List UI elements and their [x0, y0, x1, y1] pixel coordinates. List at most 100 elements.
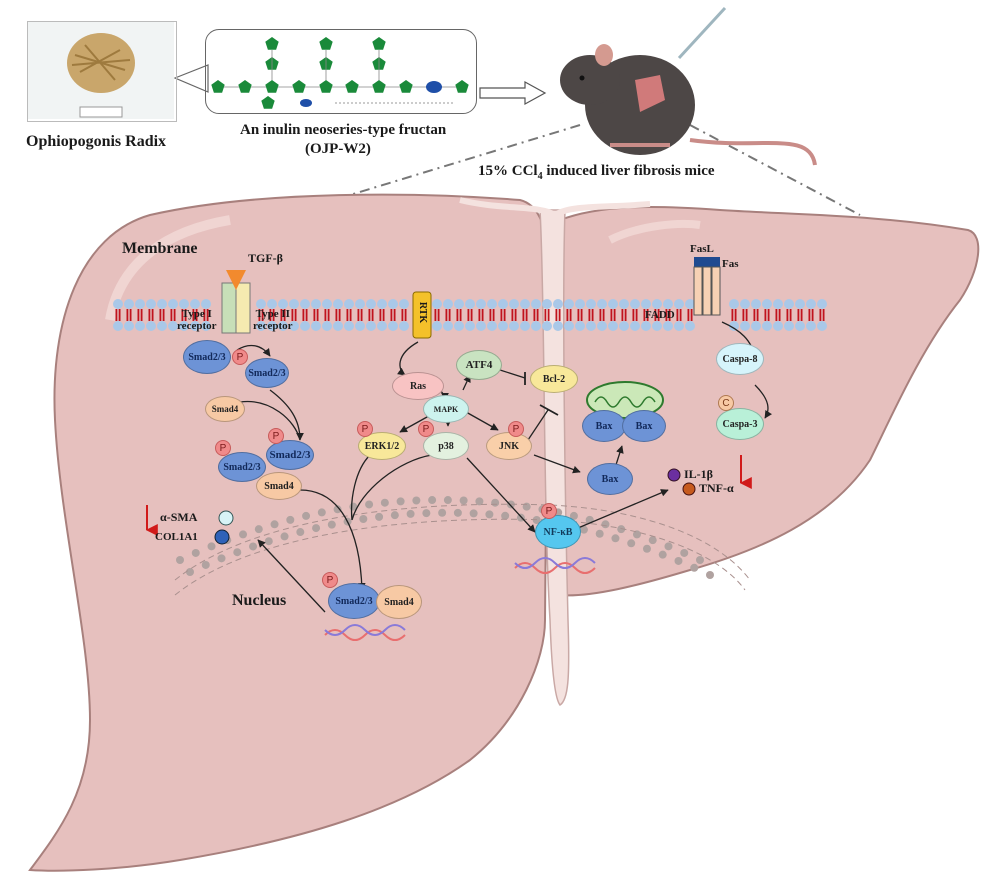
lipid-head [146, 299, 156, 309]
envelope-dot [380, 498, 389, 507]
envelope-dot [296, 528, 305, 537]
lipid-head [168, 321, 178, 331]
lipid-tail [151, 309, 154, 321]
lipid-head [300, 321, 310, 331]
lipid-tail [459, 309, 462, 321]
lipid-tail [313, 309, 316, 321]
lipid-tail [379, 309, 382, 321]
lipid-tail [346, 309, 349, 321]
smad23-node: Smad2/3 [218, 452, 266, 482]
lipid-head [311, 299, 321, 309]
lipid-tail [676, 309, 679, 321]
lipid-tail [547, 309, 550, 321]
lipid-tail [437, 309, 440, 321]
bax-node: Bax [587, 463, 633, 495]
envelope-dot [595, 529, 604, 538]
lipid-head [146, 321, 156, 331]
p38-node: p38 [423, 432, 469, 460]
lipid-head [729, 299, 739, 309]
lipid-head [619, 321, 629, 331]
envelope-dot [611, 534, 620, 543]
lipid-tail [764, 309, 767, 321]
lipid-head [388, 321, 398, 331]
lipid-tail [569, 309, 572, 321]
envelope-dot [706, 571, 714, 579]
liver-left-lobe [28, 193, 550, 872]
lipid-tail [492, 309, 495, 321]
dna-helix-left [324, 624, 406, 641]
envelope-dot [422, 509, 431, 518]
envelope-dot [207, 542, 216, 551]
lipid-tail [357, 309, 360, 321]
fruf-pentagon [261, 96, 275, 109]
lipid-tail [819, 309, 822, 321]
fruf-pentagon [211, 80, 225, 93]
envelope-dot [412, 496, 421, 505]
lipid-tail [206, 309, 209, 321]
jnk-node: JNK [486, 432, 532, 460]
lipid-tail [184, 309, 187, 321]
envelope-dot [191, 548, 200, 557]
lipid-tail [503, 309, 506, 321]
envelope-dot [475, 497, 484, 506]
phospho-badge: P [541, 503, 557, 519]
lipid-tail [599, 309, 602, 321]
lipid-tail [126, 309, 129, 321]
lipid-tail [613, 309, 616, 321]
dna-helix-right [514, 557, 596, 574]
lipid-tail [555, 309, 558, 321]
envelope-dot [286, 515, 295, 524]
lipid-head [179, 321, 189, 331]
mice-label: 15% CCl4 induced liver fibrosis mice [478, 163, 715, 182]
lipid-head [652, 299, 662, 309]
lipid-head [432, 299, 442, 309]
lipid-tail [140, 309, 143, 321]
envelope-dot [648, 536, 657, 545]
lipid-tail [467, 309, 470, 321]
lipid-head [333, 321, 343, 331]
lipid-tail [316, 309, 319, 321]
lipid-tail [173, 309, 176, 321]
lipid-tail [192, 309, 195, 321]
lipid-head [641, 321, 651, 331]
il1b-label: IL-1β [684, 467, 713, 481]
smad23-node: Smad2/3 [183, 340, 231, 374]
envelope-dot [239, 530, 248, 539]
nucleus-label: Nucleus [232, 592, 287, 609]
structure-callout [205, 29, 477, 114]
lipid-head [784, 321, 794, 331]
lipid-head [817, 299, 827, 309]
lipid-tail [181, 309, 184, 321]
ophiopogonis-photo [28, 22, 174, 119]
lipid-head [454, 299, 464, 309]
lipid-head [377, 299, 387, 309]
lipid-tail [203, 309, 206, 321]
envelope-dot [632, 530, 641, 539]
lipid-head [179, 299, 189, 309]
lipid-head [443, 321, 453, 331]
lipid-head [278, 299, 288, 309]
lipid-tail [401, 309, 404, 321]
lipid-tail [775, 309, 778, 321]
lipid-head [817, 321, 827, 331]
lipid-head [641, 299, 651, 309]
lipid-tail [280, 309, 283, 321]
lipid-head [322, 299, 332, 309]
lipid-tail [646, 309, 649, 321]
lipid-head [454, 321, 464, 331]
tgf-receptor [221, 270, 251, 334]
zoom-line-left [349, 124, 581, 196]
envelope-dot [428, 496, 437, 505]
lipid-head [729, 321, 739, 331]
mouse-illustration [560, 6, 817, 166]
lipid-head [366, 299, 376, 309]
lipid-tail [602, 309, 605, 321]
lipid-tail [115, 309, 118, 321]
lipid-tail [811, 309, 814, 321]
lipid-tail [767, 309, 770, 321]
mapk-node: MAPK [423, 395, 469, 423]
caspa3-node: Caspa-3 [716, 408, 764, 440]
lipid-head [531, 299, 541, 309]
